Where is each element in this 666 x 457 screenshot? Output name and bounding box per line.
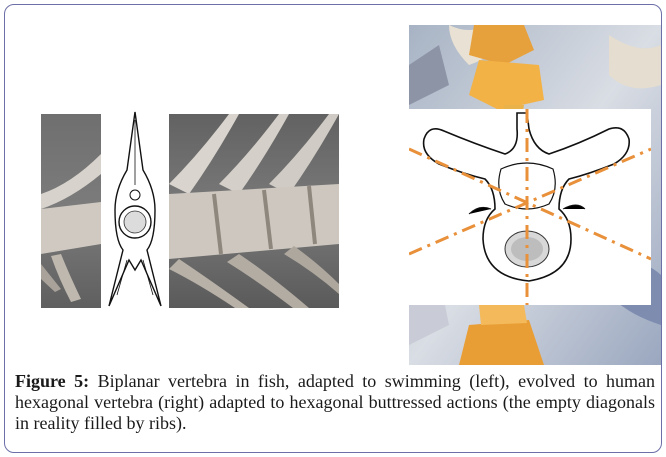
fish-spine-photo-right: [169, 114, 339, 308]
human-vertebra-diagram: [409, 109, 651, 305]
figure-label: Figure 5:: [15, 371, 89, 391]
figure-frame: Figure 5: Biplanar vertebra in fish, ada…: [4, 4, 662, 453]
figure-caption: Figure 5: Biplanar vertebra in fish, ada…: [15, 371, 655, 434]
figure-caption-text: Biplanar vertebra in fish, adapted to sw…: [15, 371, 655, 433]
fish-vertebra-drawing: [105, 110, 165, 310]
fish-spine-photo-left: [41, 114, 101, 308]
